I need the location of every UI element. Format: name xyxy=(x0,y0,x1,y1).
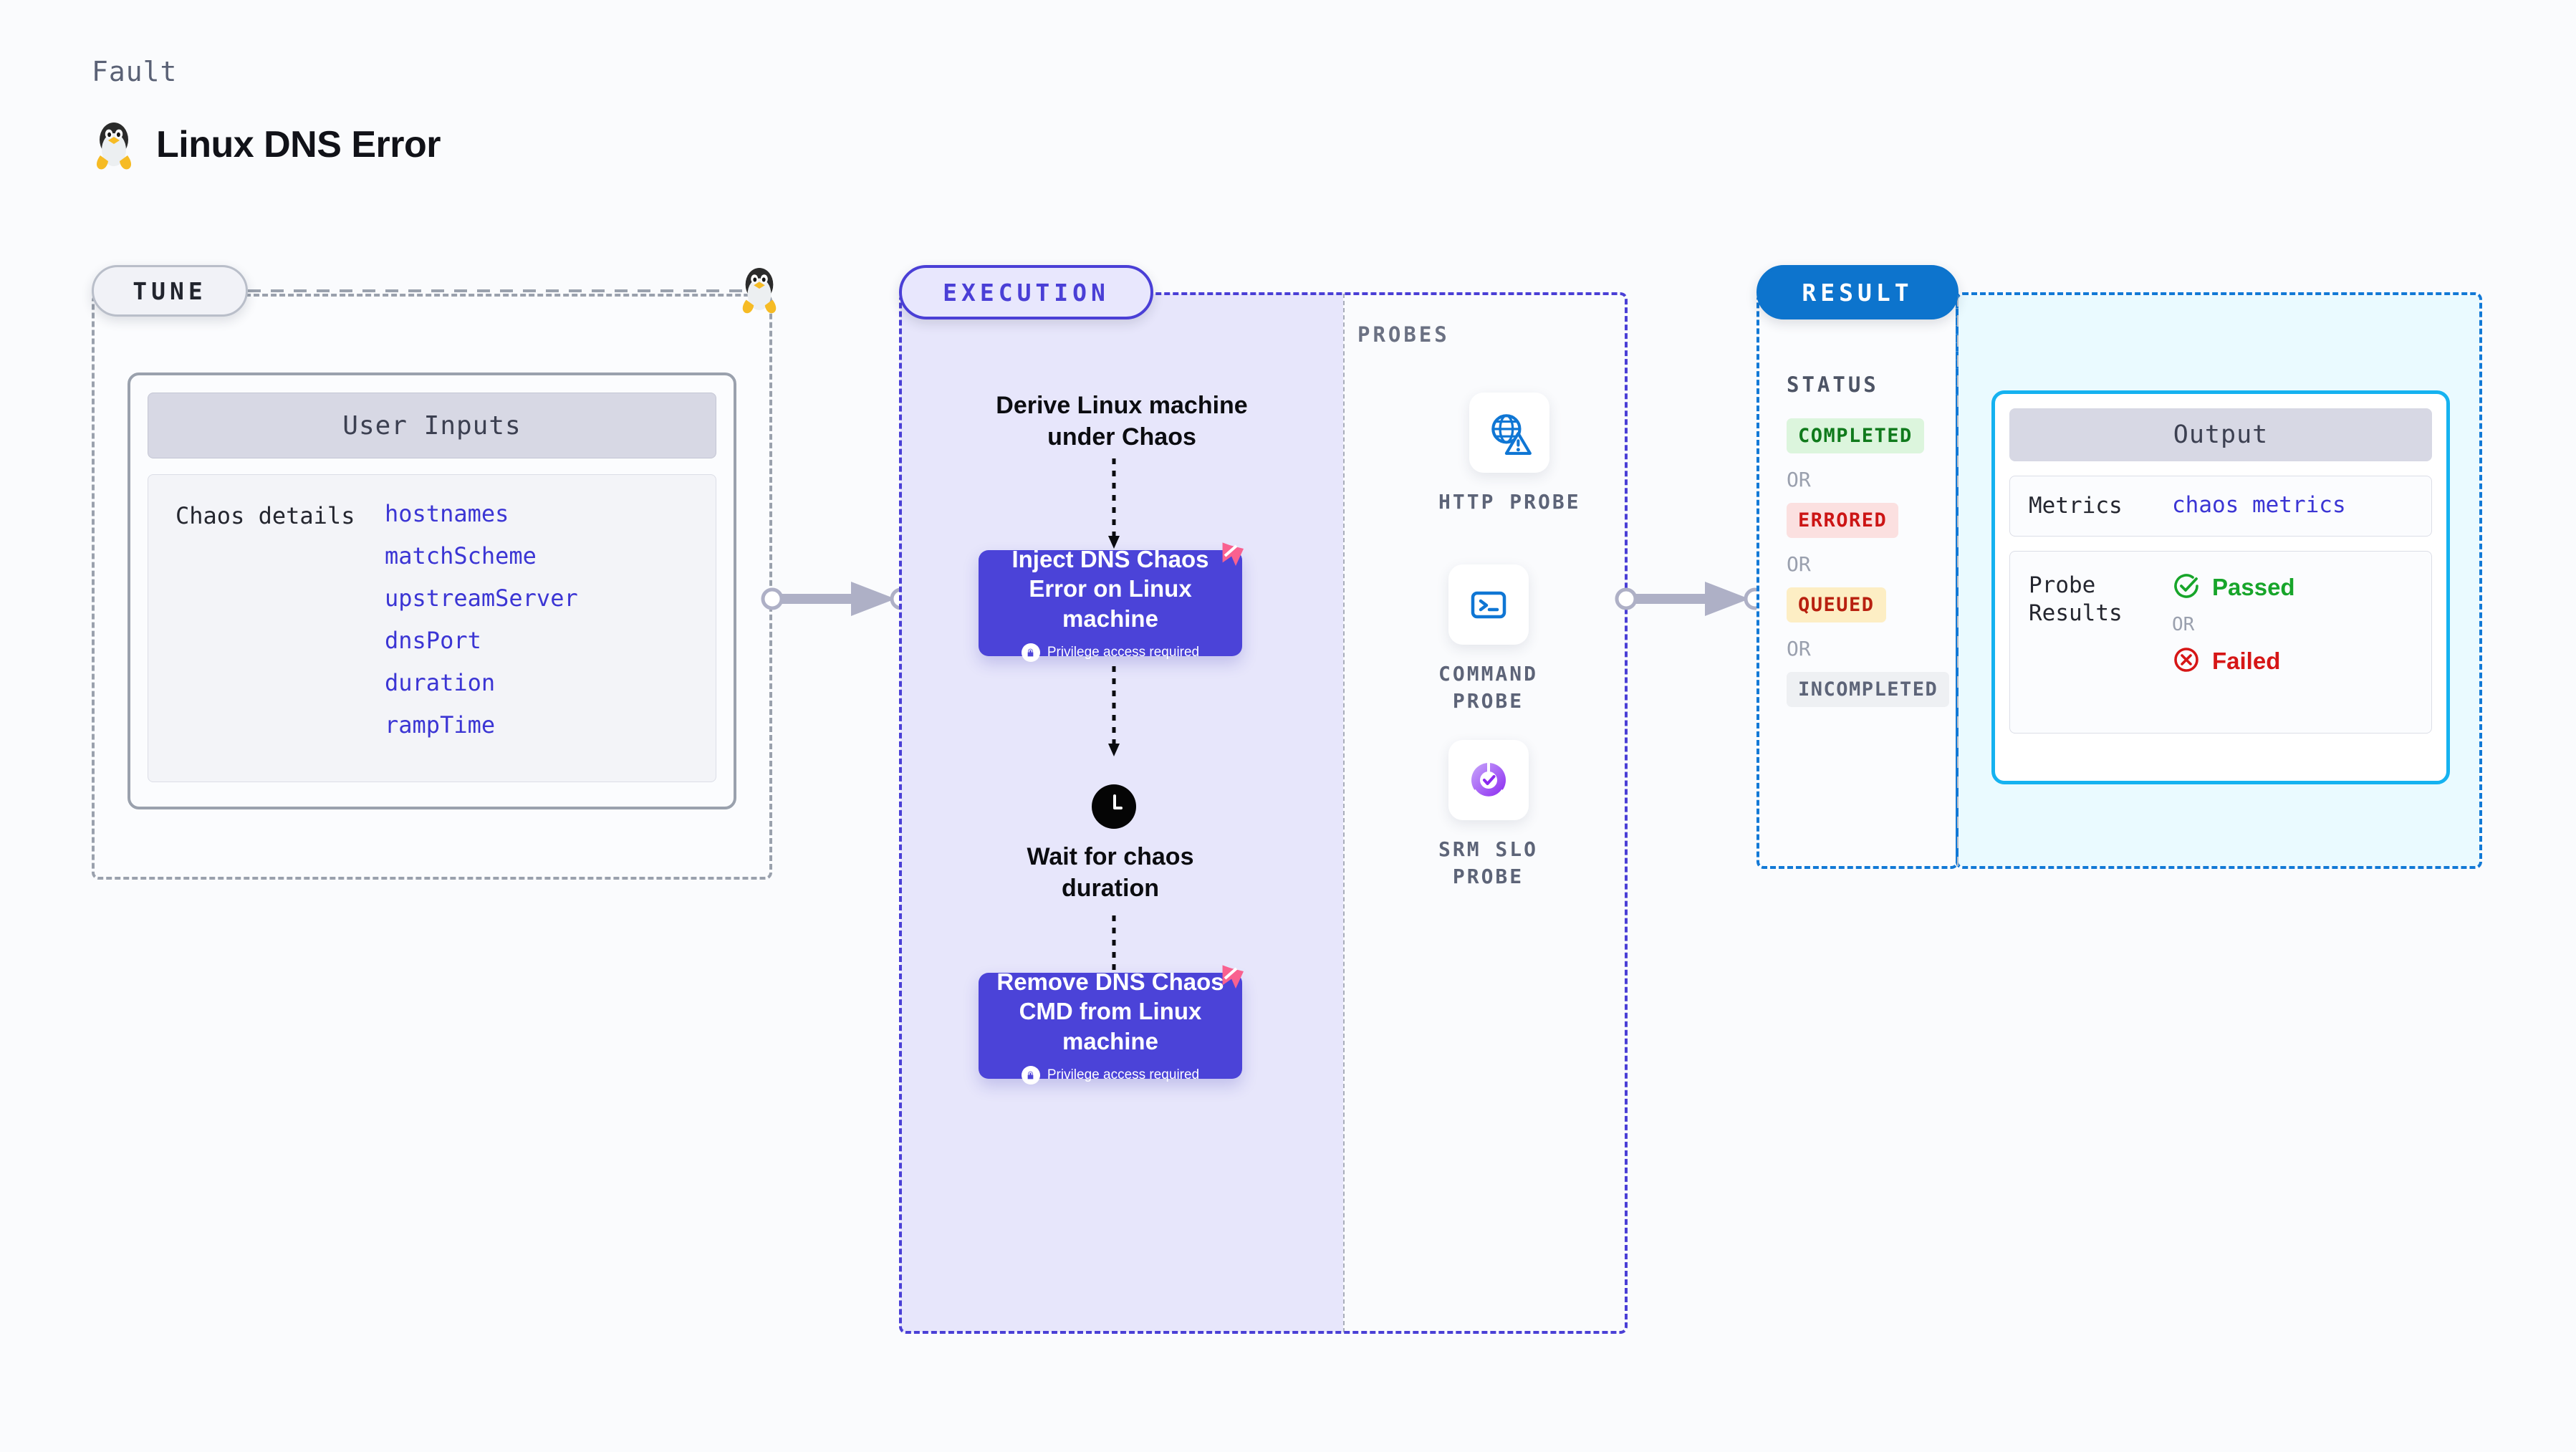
output-metrics-value[interactable]: chaos metrics xyxy=(2172,492,2346,518)
output-probe-results-row: Probe Results Passed OR xyxy=(2009,550,2432,734)
chaos-details-values: hostnames matchScheme upstreamServer dns… xyxy=(385,502,578,782)
input-duration[interactable]: duration xyxy=(385,669,496,696)
connector-tune-to-execution xyxy=(761,582,913,616)
status-badge-queued: QUEUED xyxy=(1787,587,1886,622)
lock-icon xyxy=(1021,1066,1040,1085)
execution-label-pill: EXECUTION xyxy=(899,265,1153,319)
remove-chaos-title: Remove DNS Chaos CMD from Linux machine xyxy=(996,968,1224,1054)
execution-step-remove-chaos[interactable]: Remove DNS Chaos CMD from Linux machine … xyxy=(979,968,1242,1085)
output-probe-results-key: Probe Results xyxy=(2029,572,2123,626)
probe-result-passed-label: Passed xyxy=(2212,574,2295,601)
input-dnsport[interactable]: dnsPort xyxy=(385,627,481,654)
probe-srm-slo[interactable]: SRM SLO PROBE xyxy=(1438,740,1538,890)
probe-command-label: COMMAND PROBE xyxy=(1438,662,1539,713)
status-badge-errored: ERRORED xyxy=(1787,503,1899,538)
page-title-row: Linux DNS Error xyxy=(92,118,441,171)
output-metrics-key: Metrics xyxy=(2029,493,2123,519)
execution-step-inject-chaos[interactable]: Inject DNS Chaos Error on Linux machine … xyxy=(979,546,1242,663)
user-inputs-card: User Inputs Chaos details hostnames matc… xyxy=(128,372,736,809)
tune-top-dashed-line xyxy=(248,289,742,292)
check-circle-icon xyxy=(2172,572,2201,604)
status-badge-completed: COMPLETED xyxy=(1787,418,1924,453)
remove-chaos-privilege-text: Privilege access required xyxy=(1047,1067,1200,1083)
input-matchscheme[interactable]: matchScheme xyxy=(385,542,537,569)
status-or-1: OR xyxy=(1787,468,1811,491)
probes-title: PROBES xyxy=(1357,322,1450,347)
remove-chaos-privilege-note: Privilege access required xyxy=(1021,1066,1200,1085)
probe-result-failed-label: Failed xyxy=(2212,648,2281,675)
litmus-chaos-icon xyxy=(1212,537,1251,578)
litmus-chaos-icon xyxy=(1212,960,1251,1001)
execution-section xyxy=(899,292,1628,1334)
tune-label-pill: TUNE xyxy=(92,265,248,317)
output-card: Output Metrics chaos metrics Probe Resul… xyxy=(1991,390,2450,784)
page-kicker: Fault xyxy=(92,56,178,87)
user-inputs-title: User Inputs xyxy=(148,393,716,458)
result-inner-divider xyxy=(1957,295,1959,866)
input-upstreamserver[interactable]: upstreamServer xyxy=(385,585,578,612)
connector-execution-to-result xyxy=(1615,582,1767,616)
terminal-icon xyxy=(1448,564,1529,645)
clock-icon xyxy=(1092,784,1136,829)
probe-results-list: Passed OR Failed xyxy=(2172,572,2295,678)
result-status-section xyxy=(1756,292,1959,869)
output-metrics-row: Metrics chaos metrics xyxy=(2009,476,2432,537)
status-badge-incompleted: INCOMPLETED xyxy=(1787,672,1950,707)
input-hostnames[interactable]: hostnames xyxy=(385,500,509,527)
linux-tux-icon xyxy=(92,118,136,171)
inject-chaos-title: Inject DNS Chaos Error on Linux machine xyxy=(1011,545,1209,632)
probe-http[interactable]: HTTP PROBE xyxy=(1438,393,1581,516)
result-status-column: STATUS COMPLETED OR ERRORED OR QUEUED OR… xyxy=(1787,372,1950,707)
inject-chaos-privilege-note: Privilege access required xyxy=(1021,643,1200,663)
execution-step-derive: Derive Linux machine under Chaos xyxy=(996,392,1248,451)
probe-http-label: HTTP PROBE xyxy=(1438,490,1581,514)
output-title: Output xyxy=(2009,408,2432,461)
inject-chaos-privilege-text: Privilege access required xyxy=(1047,645,1200,660)
status-or-2: OR xyxy=(1787,552,1811,576)
globe-warning-icon xyxy=(1469,393,1550,473)
tune-linux-tux-icon xyxy=(738,264,781,319)
probe-result-failed: Failed xyxy=(2172,645,2295,678)
lock-icon xyxy=(1021,643,1040,663)
user-inputs-body: Chaos details hostnames matchScheme upst… xyxy=(148,474,716,782)
input-ramptime[interactable]: rampTime xyxy=(385,711,496,739)
srm-slo-donut-icon xyxy=(1448,740,1529,820)
probe-result-passed: Passed xyxy=(2172,572,2295,604)
result-label-pill: RESULT xyxy=(1756,265,1959,319)
probe-srm-slo-label: SRM SLO PROBE xyxy=(1438,837,1539,888)
chaos-details-key: Chaos details xyxy=(176,502,355,529)
page-title: Linux DNS Error xyxy=(156,124,441,165)
probe-command[interactable]: COMMAND PROBE xyxy=(1438,564,1538,715)
probe-result-or: OR xyxy=(2172,613,2195,635)
status-title: STATUS xyxy=(1787,372,1879,397)
execution-arrow-2 xyxy=(1108,666,1120,756)
status-or-3: OR xyxy=(1787,637,1811,660)
execution-step-wait: Wait for chaos duration xyxy=(1027,843,1194,902)
execution-arrow-1 xyxy=(1108,458,1120,549)
x-circle-icon xyxy=(2172,645,2201,678)
